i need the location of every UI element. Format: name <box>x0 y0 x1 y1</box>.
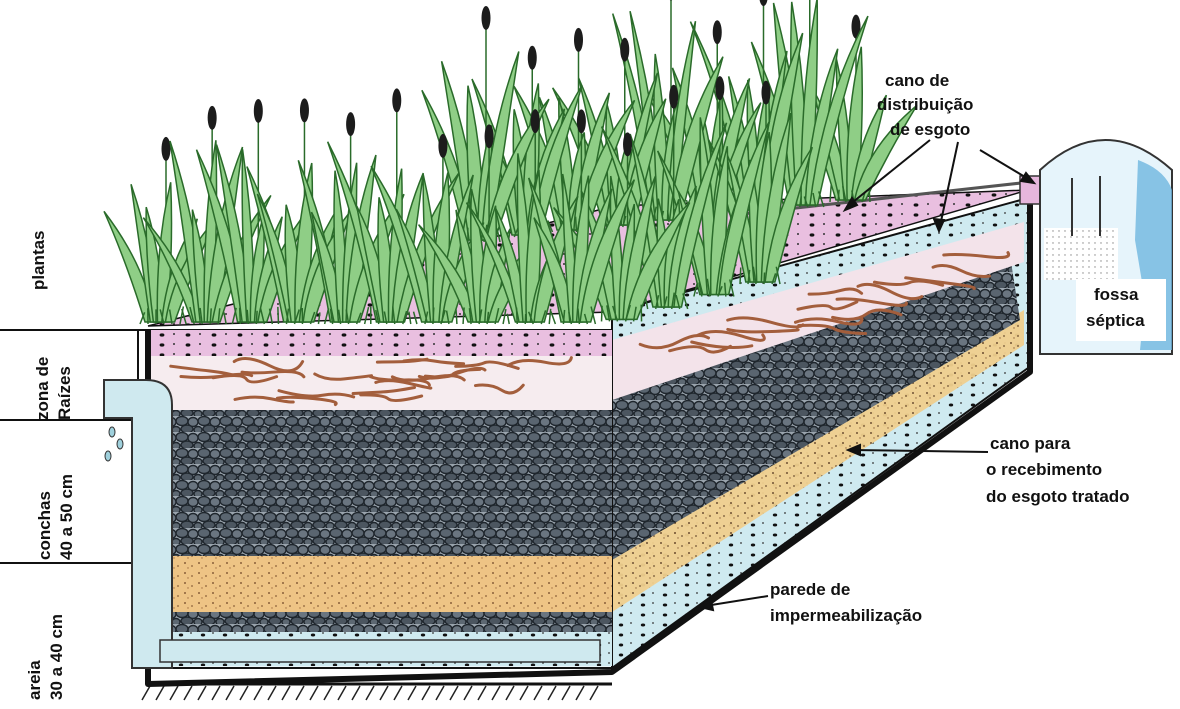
grass-blade <box>516 308 517 324</box>
ground-hatch-line <box>352 686 360 700</box>
water-drops <box>105 427 123 461</box>
side-label-sand: areia 30 a 40 cm <box>25 614 66 700</box>
grass-blade <box>764 272 765 284</box>
treated-pipe-line1: cano para <box>990 434 1071 453</box>
cattail-head <box>485 124 494 148</box>
side-label-plants: plantas <box>29 230 48 290</box>
ground-hatch-line <box>226 686 234 700</box>
ground-hatch-line <box>590 686 598 700</box>
label-sealing-wall: parede de impermeabilização <box>770 580 922 625</box>
cattail-head <box>208 106 217 130</box>
grass-blade <box>256 311 257 324</box>
grass-blade <box>869 190 870 202</box>
septic-tank-line2: séptica <box>1086 311 1145 330</box>
ground-hatch-line <box>520 686 528 700</box>
treated-pipe-line3: do esgoto tratado <box>986 487 1130 506</box>
cattail-head <box>713 20 722 44</box>
ground-hatch-line <box>394 686 402 700</box>
ground-hatch-line <box>310 686 318 700</box>
side-label-shells: conchas 40 a 50 cm <box>35 474 76 560</box>
ground-hatch-line <box>282 686 290 700</box>
plants-label: plantas <box>29 230 48 290</box>
grass-blade <box>463 307 464 324</box>
grass-blade <box>602 306 603 322</box>
shells-label-line1: conchas <box>35 491 54 560</box>
cattail-head <box>482 6 491 30</box>
ground-hatch-line <box>562 686 570 700</box>
ground-hatch-line <box>142 686 150 700</box>
side-label-roots: zona de Raízes <box>33 357 74 420</box>
cattail-head <box>574 28 583 52</box>
ground-hatch-line <box>240 686 248 700</box>
distribution-pipe-line3: de esgoto <box>890 120 970 139</box>
ground-hatch-line <box>324 686 332 700</box>
cattail-head <box>577 109 586 133</box>
cattail-head <box>254 99 263 123</box>
ground-hatch-line <box>198 686 206 700</box>
cattail-head <box>620 38 629 62</box>
ground-hatch-line <box>422 686 430 700</box>
cattail-head <box>162 137 171 161</box>
cattail-head <box>623 132 632 156</box>
ground-hatch-line <box>576 686 584 700</box>
cattail-head <box>759 0 768 6</box>
ground-hatch-line <box>254 686 262 700</box>
ground-hatch-line <box>338 686 346 700</box>
cattail-head <box>528 46 537 70</box>
ground-hatch-line <box>506 686 514 700</box>
ground-hatch-line <box>296 686 304 700</box>
cattail-head <box>392 88 401 112</box>
grass-blade <box>576 217 577 232</box>
ground-hatch-line <box>184 686 192 700</box>
ground-hatch-line <box>408 686 416 700</box>
sealing-wall-line1: parede de <box>770 580 850 599</box>
septic-tank-line1: fossa <box>1094 285 1139 304</box>
ground-hatch-line <box>212 686 220 700</box>
cattail-head <box>531 109 540 133</box>
grass-blade <box>278 307 279 324</box>
ground-hatch-line <box>534 686 542 700</box>
label-distribution-pipe: cano de distribuição de esgoto <box>877 71 973 139</box>
shells-label-line2: 40 a 50 cm <box>57 474 76 560</box>
cattail-head <box>300 98 309 122</box>
ground-hatch-line <box>268 686 276 700</box>
ground-hatch-line <box>380 686 388 700</box>
ground-hatch-line <box>478 686 486 700</box>
ground-hatch-line <box>366 686 374 700</box>
cattail-head <box>762 81 771 105</box>
roots-label-line2: Raízes <box>55 366 74 420</box>
grass-blade <box>838 190 839 202</box>
ground-hatch-line <box>170 686 178 700</box>
cattail-head <box>715 76 724 100</box>
cattail-head <box>438 134 447 158</box>
grass-blade <box>456 310 457 324</box>
distribution-pipe-line2: distribuição <box>877 95 973 114</box>
treated-pipe-line2: o recebimento <box>986 460 1102 479</box>
ground-hatch-line <box>156 686 164 700</box>
soil-layer <box>150 330 612 356</box>
roots-label-line1: zona de <box>33 357 52 420</box>
grass-blade <box>740 267 741 284</box>
shells-layer <box>150 410 612 556</box>
sealing-wall-line2: impermeabilização <box>770 606 922 625</box>
grass-blade <box>433 308 434 324</box>
ground-hatch-line <box>464 686 472 700</box>
ground-hatch-line <box>450 686 458 700</box>
cattail-head <box>346 112 355 136</box>
ground-hatch-line <box>492 686 500 700</box>
ground-hatch-line <box>548 686 556 700</box>
sand-label-line1: areia <box>25 660 44 700</box>
sand-label-line2: 30 a 40 cm <box>47 614 66 700</box>
distribution-pipe-line1: cano de <box>885 71 949 90</box>
cattail-head <box>669 85 678 109</box>
label-treated-pipe: cano para o recebimento do esgoto tratad… <box>986 434 1130 506</box>
ground-hatch <box>142 686 598 700</box>
root-zone-layer <box>150 356 612 410</box>
grass-blade <box>240 308 241 324</box>
ground-hatch-line <box>436 686 444 700</box>
